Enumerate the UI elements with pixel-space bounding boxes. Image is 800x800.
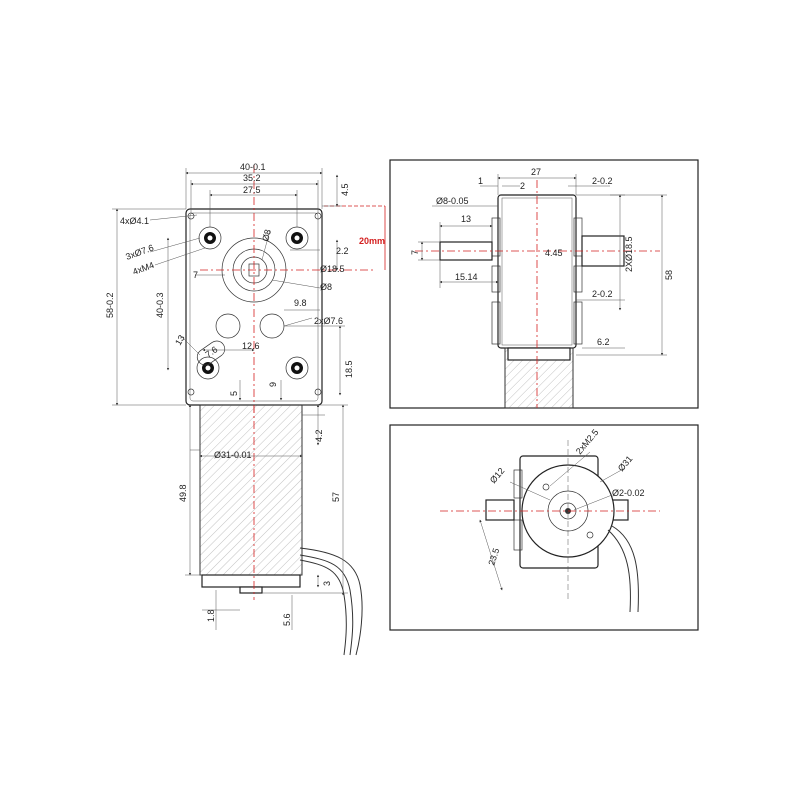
dim-side-dia-8: Ø8-0.05 (436, 196, 469, 206)
dim-9-8: 9.8 (294, 298, 307, 308)
motor-view: 4.2 Ø31-0.01 49.8 57 3 1.8 5.6 (178, 404, 363, 656)
motor-shaft-stub (239, 586, 263, 594)
dim-side-27: 27 (531, 167, 541, 177)
dim-width-35-2: 35.2 (243, 173, 261, 183)
wire-1 (299, 554, 354, 656)
slot (196, 340, 226, 366)
dim-side-58: 58 (664, 270, 674, 280)
dim-1-8: 1.8 (206, 609, 216, 622)
dim-3: 3 (322, 581, 332, 586)
dim-height-40: 40-0.3 (155, 292, 165, 318)
dim-width-40: 40-0.1 (240, 162, 266, 172)
dim-thread-4xm4: 4xM4 (131, 260, 155, 277)
dim-height-58: 58-0.2 (105, 292, 115, 318)
dim-callout-20mm: 20mm (359, 236, 385, 246)
dim-dia-8-bottom: Ø8 (320, 282, 332, 292)
dim-dia-18-5: Ø18.5 (320, 264, 345, 274)
dim-side-7: 7 (410, 250, 420, 255)
dim-end-dia-2: Ø2-0.02 (612, 488, 645, 498)
dim-side-1: 1 (478, 176, 483, 186)
end-wire-2 (611, 525, 639, 613)
dim-height-18-5: 18.5 (344, 360, 354, 378)
dim-holes-4x41: 4xØ4.1 (120, 216, 149, 226)
dim-side-2x18-5: 2XØ18.5 (624, 236, 634, 272)
side-view-panel: 27 1 2 2-0.2 Ø8-0.05 13 7 4.45 2XØ18.5 5… (389, 159, 699, 409)
end-view-frame (389, 424, 699, 631)
dim-dia-8-top: Ø8 (260, 228, 273, 242)
dim-end-dia-12: Ø12 (488, 466, 507, 485)
dim-holes-3x76: 3xØ7.6 (124, 243, 155, 262)
end-view-panel: 2xM2.5 Ø31 Ø12 Ø2-0.02 23.5 (389, 424, 699, 631)
end-wire-1 (607, 529, 631, 613)
wire-3 (299, 547, 363, 656)
dim-12-6: 12.6 (242, 341, 260, 351)
dim-height-4-5: 4.5 (340, 183, 350, 196)
dim-width-27-5: 27.5 (243, 185, 261, 195)
dim-side-2: 2 (520, 181, 525, 191)
dim-dia-31: Ø31-0.01 (214, 450, 252, 460)
dim-end-dia-31: Ø31 (616, 454, 635, 473)
motor-can (199, 404, 303, 576)
dim-end-2xm2-5: 2xM2.5 (574, 427, 601, 456)
dim-side-4-45: 4.45 (545, 248, 563, 258)
front-view: 40-0.1 35.2 27.5 4.5 4xØ4.1 3xØ7.6 4xM4 … (105, 162, 386, 420)
end-shaft-left (485, 499, 515, 521)
dim-side-2-02: 2-0.2 (592, 176, 613, 186)
mid-hole-left (215, 313, 241, 339)
wire-2 (299, 559, 347, 656)
motor-endcap (201, 574, 301, 588)
mount-hole-bottom-right (285, 356, 309, 380)
dim-side-2-02b: 2-0.2 (592, 289, 613, 299)
dim-9: 9 (268, 382, 278, 387)
dim-2-2: 2.2 (336, 246, 349, 256)
dim-5: 5 (229, 391, 239, 396)
dim-7: 7 (193, 270, 198, 280)
dim-side-6-2: 6.2 (597, 337, 610, 347)
dim-side-15-14: 15.14 (455, 272, 478, 282)
dim-side-13: 13 (461, 214, 471, 224)
dim-5-6: 5.6 (282, 613, 292, 626)
dim-57: 57 (331, 492, 341, 502)
dim-13: 13 (173, 333, 187, 347)
dim-end-23-5: 23.5 (486, 547, 501, 567)
dim-holes-2x76: 2xØ7.6 (314, 316, 343, 326)
dim-4-2: 4.2 (314, 429, 324, 442)
dim-49-8: 49.8 (178, 484, 188, 502)
